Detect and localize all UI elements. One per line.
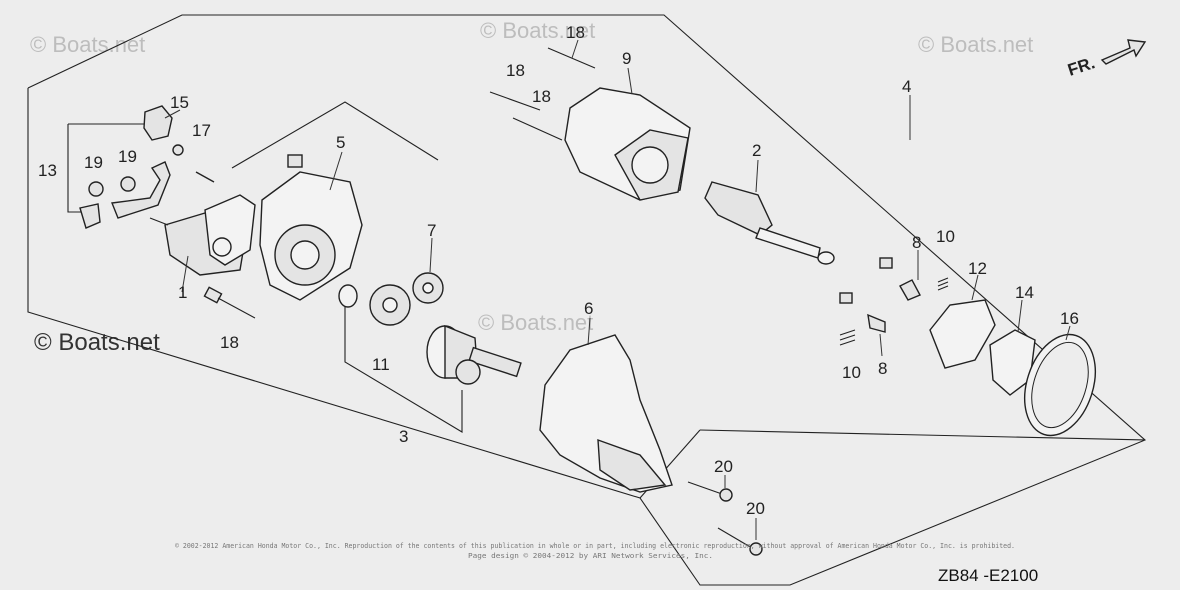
part-1-solenoid[interactable] [149,194,256,276]
part-12-brush-holder[interactable] [929,299,996,369]
part-5-rear-cover[interactable] [259,154,363,301]
callout-20-b: 20 [746,499,765,518]
part-2-armature[interactable] [704,181,835,265]
part-10-spring-b[interactable] [839,329,856,346]
callout-19-b: 19 [118,147,137,166]
callout-15: 15 [170,93,189,112]
callout-10-upper: 10 [936,227,955,246]
callout-8-lower: 8 [878,359,887,378]
callout-17: 17 [192,121,211,140]
direction-arrow-icon [1100,39,1147,65]
callout-11: 11 [372,355,390,374]
callout-1: 1 [178,283,187,302]
part-3-overrunning-clutch[interactable] [426,324,522,385]
callout-18-a: 18 [566,23,585,42]
callout-16: 16 [1060,309,1079,328]
callout-12: 12 [968,259,987,278]
callout-18-d: 18 [220,333,239,352]
part-9-yoke[interactable] [564,87,691,201]
callout-19-a: 19 [84,153,103,172]
part-8-brush-b[interactable] [867,313,886,333]
watermark-center: © Boats.net [478,310,593,335]
part-20-through-bolts[interactable] [687,481,763,556]
callout-8-upper: 8 [912,233,921,252]
subgroup-3-lower [344,290,463,433]
part-13-switch-bracket[interactable] [67,123,171,229]
diagram-code: ZB84 -E2100 [938,566,1038,585]
direction-label: FR. [1065,53,1097,80]
group-outline [27,14,1147,586]
callout-20-a: 20 [714,457,733,476]
watermark-top-right: © Boats.net [918,32,1033,57]
copyright-line-1: © 2002-2012 American Honda Motor Co., In… [175,542,1015,550]
part-15-terminal-cap[interactable] [143,105,173,141]
callout-7: 7 [427,221,436,240]
part-18-bolt-lower[interactable] [203,286,256,319]
part-16-gasket-inner [1031,341,1089,429]
part-10-spring-a[interactable] [937,277,949,291]
callout-18-c: 18 [532,87,551,106]
subgroup-3-outline [231,101,439,169]
part-6-front-housing[interactable] [539,334,673,493]
callout-2: 2 [752,141,761,160]
part-19-nut-b[interactable] [120,176,136,192]
callout-6: 6 [584,299,593,318]
callout-10-lower: 10 [842,363,861,382]
part-18-bolts-upper[interactable] [489,47,596,141]
callout-4: 4 [902,77,911,96]
callout-13: 13 [38,161,57,180]
callout-5: 5 [336,133,345,152]
part-7-idle-gear[interactable] [412,272,444,304]
leader-lines [164,39,1071,540]
watermark-top-center: © Boats.net [480,18,595,43]
brush-screw-a[interactable] [879,257,893,269]
brush-screw-b[interactable] [839,292,853,304]
part-17-washer[interactable] [172,144,184,156]
part-19-nut-a[interactable] [88,181,104,197]
part-17-screw[interactable] [195,171,215,183]
callout-14: 14 [1015,283,1034,302]
part-8-brush-a[interactable] [899,279,921,301]
copyright-line-2: Page design © 2004-2012 by ARI Network S… [468,552,713,560]
callout-18-b: 18 [506,61,525,80]
callout-9: 9 [622,49,631,68]
part-11-gear[interactable] [338,284,411,326]
callout-3: 3 [399,427,408,446]
watermark-top-left: © Boats.net [30,32,145,57]
outline-segment [699,429,1146,441]
